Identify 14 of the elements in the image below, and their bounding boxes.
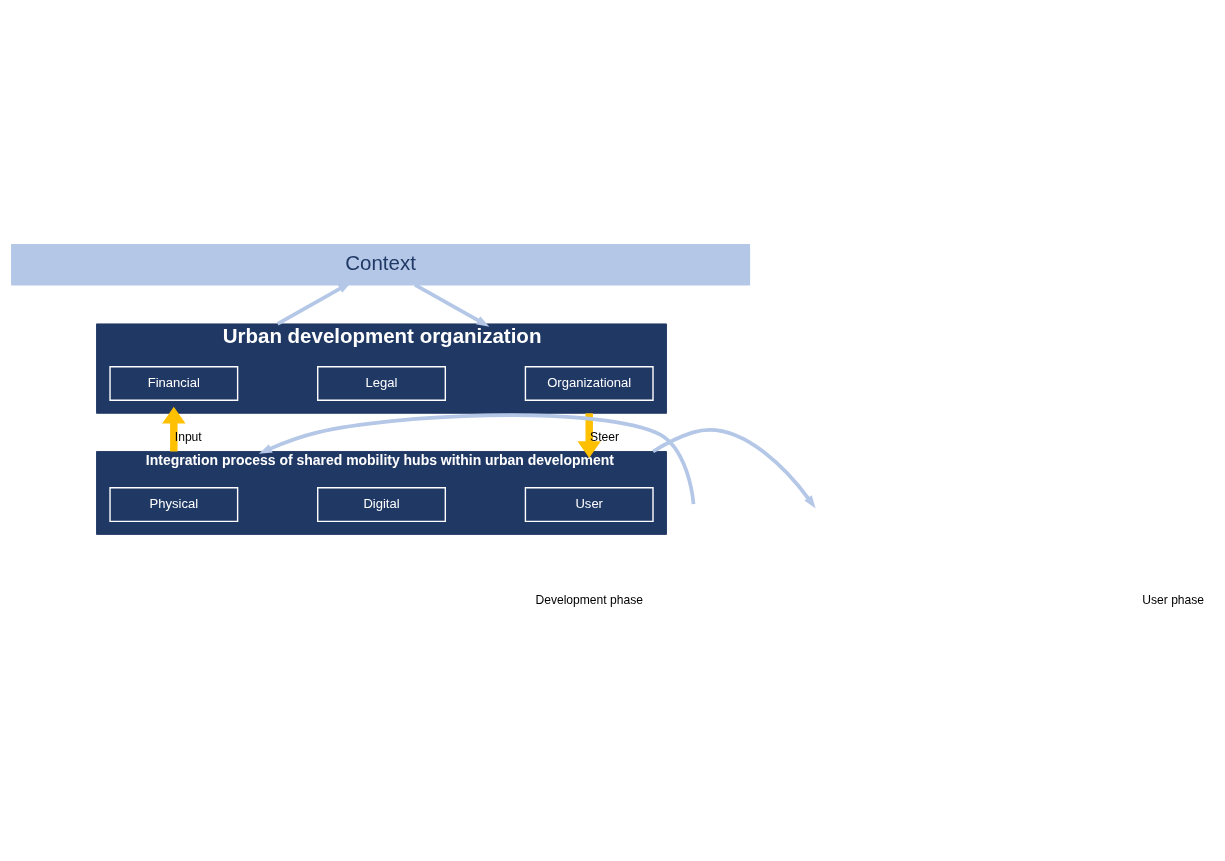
node-box: Physical <box>109 486 239 522</box>
arrow <box>414 282 490 327</box>
node-box: Organizational <box>524 365 654 401</box>
node-box: Financial <box>109 365 239 401</box>
arrow <box>258 412 696 504</box>
node-box: Digital <box>317 486 446 522</box>
node-box: Context <box>11 243 751 285</box>
node-box: Legal <box>317 365 446 401</box>
node-box: User <box>524 486 654 522</box>
label: User phase <box>1142 592 1205 607</box>
label: Development phase <box>535 592 643 607</box>
arrow <box>577 412 601 458</box>
arrow <box>652 427 816 509</box>
arrow <box>162 406 186 451</box>
